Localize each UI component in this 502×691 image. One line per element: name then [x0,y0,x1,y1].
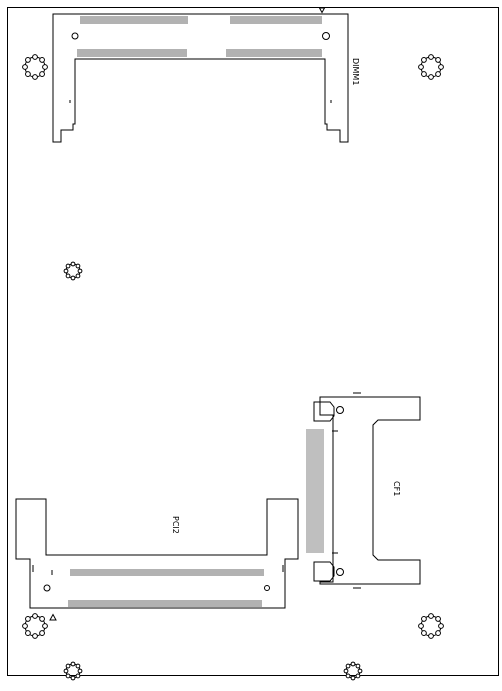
mounting-hole-via [428,54,434,60]
pci-pin-row-bottom [68,600,262,607]
mounting-hole-via [25,71,31,77]
dimm-pin-row-top [80,16,322,24]
mounting-hole-via [428,633,434,639]
mounting-hole-via [70,661,76,667]
mounting-hole-via [421,71,427,77]
pci-hole-left [43,584,51,592]
mounting-hole-via [32,54,38,60]
dimm-key-hole-right [322,32,330,40]
mounting-hole-via [22,623,28,629]
mounting-hole-via [345,663,351,669]
mounting-hole-via [75,263,81,269]
cf-latch-top [313,401,335,422]
mounting-hole-via [65,263,71,269]
mounting-hole-via [63,268,69,274]
mounting-hole [63,261,83,281]
dimm-pin-row-bottom [77,49,322,57]
cf-socket-outline [319,396,421,585]
mounting-hole-via [75,673,81,679]
mounting-hole-via [65,663,71,669]
mounting-hole-via [42,623,48,629]
dimm-socket: DIMM1 [52,7,360,143]
dimm-inner-ticks [69,100,332,103]
mounting-hole-via [70,261,76,267]
mounting-hole-via [32,633,38,639]
mounting-hole-via [345,673,351,679]
mounting-hole-via [428,74,434,80]
cf-pin-array [306,429,324,553]
pci-label: PCI2 [171,516,180,534]
pci-slot: PCI2 [15,498,299,621]
mounting-hole-via [39,71,45,77]
board-outline [7,7,499,676]
mounting-hole [63,661,83,681]
mounting-hole-via [355,663,361,669]
mounting-hole-via [421,57,427,63]
cf-hole-bottom [336,568,344,576]
mounting-hole-via [421,616,427,622]
mounting-hole-via [418,64,424,70]
mounting-hole-via [357,668,363,674]
cf-small-marks [332,392,361,589]
mounting-hole-via [32,613,38,619]
pci-pin-row-top [70,569,264,576]
pci-slot-outline [15,498,299,609]
cf-latch-bottom [313,561,335,582]
mounting-hole-via [421,630,427,636]
mounting-hole-via [435,630,441,636]
dimm-key-hole-left [71,32,79,40]
mounting-hole-via [70,275,76,281]
mounting-hole-via [25,57,31,63]
mounting-hole-via [42,64,48,70]
mounting-hole [418,613,444,639]
mounting-hole-via [435,71,441,77]
mounting-holes [22,54,444,681]
mounting-hole-via [350,661,356,667]
mounting-hole-via [77,668,83,674]
mounting-hole-via [438,623,444,629]
mounting-hole-via [39,616,45,622]
pci-hole-right [264,585,270,591]
mounting-hole-via [63,668,69,674]
cf-socket: CF1 [306,392,421,589]
pci-side-ticks [32,565,284,575]
cf-hole-top [336,406,344,414]
mounting-hole-via [39,630,45,636]
mounting-hole-via [39,57,45,63]
mounting-hole-via [25,616,31,622]
mounting-hole [343,661,363,681]
mounting-hole [418,54,444,80]
mounting-hole-via [65,673,71,679]
mounting-hole-via [438,64,444,70]
mounting-hole-via [25,630,31,636]
mounting-hole-via [428,613,434,619]
mounting-hole-via [343,668,349,674]
mounting-hole-via [75,273,81,279]
dimm-socket-outline [52,13,349,143]
dimm-label: DIMM1 [351,58,360,85]
mounting-hole-via [70,675,76,681]
mounting-hole-via [65,273,71,279]
mounting-hole [22,613,48,639]
mounting-hole-via [355,673,361,679]
mounting-hole-via [77,268,83,274]
mounting-hole [22,54,48,80]
cf-label: CF1 [392,481,401,496]
mounting-hole-via [75,663,81,669]
mounting-hole-via [418,623,424,629]
mounting-hole-via [32,74,38,80]
mounting-hole-via [350,675,356,681]
pci-pin1-marker [49,613,57,621]
dimm-pin1-marker [318,7,326,14]
mounting-hole-via [435,57,441,63]
mounting-hole-via [22,64,28,70]
mounting-hole-via [435,616,441,622]
